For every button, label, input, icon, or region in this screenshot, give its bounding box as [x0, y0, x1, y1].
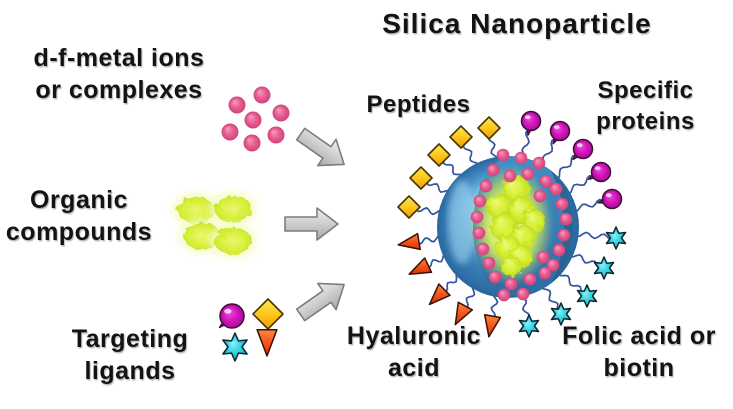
red-triangle-icon: [428, 283, 451, 306]
encapsulated-ion-dot: [536, 250, 550, 264]
red-triangle-icon: [454, 301, 474, 326]
magenta-balloon-icon: [520, 110, 542, 132]
encapsulated-ion-dot: [555, 197, 569, 211]
label-targeting-ligands: Targeting ligands: [71, 325, 189, 385]
encapsulated-ion-dot: [557, 228, 571, 242]
encapsulated-ion-dot: [514, 151, 528, 165]
encapsulated-ion-dot: [533, 189, 547, 203]
metal-ion-dot: [272, 104, 290, 122]
cyan-star-icon: [550, 302, 572, 326]
encapsulated-ion-dot: [552, 243, 566, 257]
encapsulated-ion-dot: [496, 148, 510, 162]
metal-ion-dot: [244, 111, 262, 129]
red-triangle-icon: [397, 232, 421, 251]
yellow-diamond-icon: [477, 116, 501, 140]
yellow-diamond-icon: [252, 298, 284, 330]
magenta-balloon-icon: [601, 188, 623, 210]
metal-ion-dot: [243, 134, 261, 152]
encapsulated-ion-dot: [476, 242, 490, 256]
encapsulated-ion-dot: [488, 270, 502, 284]
cyan-star-icon: [222, 332, 248, 362]
metal-ion-dot: [267, 126, 285, 144]
organic-compound-cluster-icon: [172, 191, 257, 259]
label-peptides: Peptides: [366, 91, 471, 118]
metal-ion-cluster-icon: [221, 86, 290, 152]
cyan-star-icon: [593, 256, 615, 280]
yellow-diamond-icon: [427, 143, 451, 167]
balloon-highlight: [594, 166, 601, 171]
targeting-ligand-shapes-icon: [218, 298, 284, 362]
metal-ion-dot: [228, 96, 246, 114]
encapsulated-ion-dot: [539, 174, 553, 188]
balloon-highlight: [224, 308, 232, 314]
organic-blob: [214, 195, 252, 223]
red-triangle-icon: [408, 257, 433, 275]
arrow-icon: [295, 127, 345, 167]
diagram-title: Silica Nanoparticle: [352, 6, 682, 42]
sphere-highlight: [448, 180, 476, 264]
balloon-highlight: [553, 125, 560, 130]
encapsulated-ion-dot: [479, 179, 493, 193]
magenta-balloon-icon: [590, 161, 612, 183]
label-metal-ions: d-f-metal ions or complexes: [33, 44, 205, 104]
silica-nanoparticle-sphere: [437, 148, 579, 302]
yellow-diamond-icon: [449, 125, 473, 149]
encapsulated-ion-dot: [549, 182, 563, 196]
magenta-balloon-icon: [219, 303, 245, 329]
cyan-star-icon: [576, 284, 598, 308]
organic-blob: [214, 227, 252, 255]
balloon-highlight: [524, 115, 531, 120]
arrow-icon: [295, 282, 345, 322]
red-triangle-icon: [483, 314, 502, 338]
metal-ion-dot: [221, 123, 239, 141]
cyan-star-icon: [518, 314, 540, 338]
encapsulated-ion-dot: [504, 277, 518, 291]
encapsulated-ion-dot: [486, 163, 500, 177]
encapsulated-ion-dot: [472, 226, 486, 240]
encapsulated-ion-dot: [532, 156, 546, 170]
encapsulated-ion-dot: [470, 210, 484, 224]
arrow-icon: [284, 207, 339, 241]
encapsulated-ion-dot: [516, 287, 530, 301]
encapsulated-ion-dot: [497, 288, 511, 302]
balloon-highlight: [576, 143, 583, 148]
diagram-title-text: Silica Nanoparticle: [382, 8, 652, 39]
encapsulated-ion-dot: [482, 256, 496, 270]
encapsulated-ion-dot: [473, 194, 487, 208]
red-triangle-icon: [256, 328, 278, 357]
label-specific-proteins: Specific proteins: [596, 77, 695, 135]
magenta-balloon-icon: [549, 120, 571, 142]
transfer-arrows: [284, 127, 345, 322]
yellow-diamond-icon: [409, 166, 433, 190]
label-organic-compounds: Organic compounds: [5, 186, 153, 246]
encapsulated-ion-dot: [559, 212, 573, 226]
encapsulated-ion-dot: [503, 169, 517, 183]
metal-ion-dot: [253, 86, 271, 104]
magenta-balloon-icon: [572, 138, 594, 160]
yellow-diamond-icon: [397, 195, 421, 219]
core-blob: [500, 255, 522, 277]
encapsulated-ion-dot: [523, 272, 537, 286]
surface-ligands: [397, 110, 627, 338]
cyan-star-icon: [605, 226, 627, 250]
encapsulated-ion-dot: [546, 258, 560, 272]
encapsulated-ion-dot: [521, 167, 535, 181]
balloon-highlight: [605, 193, 612, 198]
label-folic-acid-biotin: Folic acid or biotin: [562, 322, 716, 382]
label-hyaluronic-acid: Hyaluronic acid: [346, 322, 482, 382]
ligand-stalk: [572, 231, 617, 241]
encapsulated-ion-dot: [538, 266, 552, 280]
